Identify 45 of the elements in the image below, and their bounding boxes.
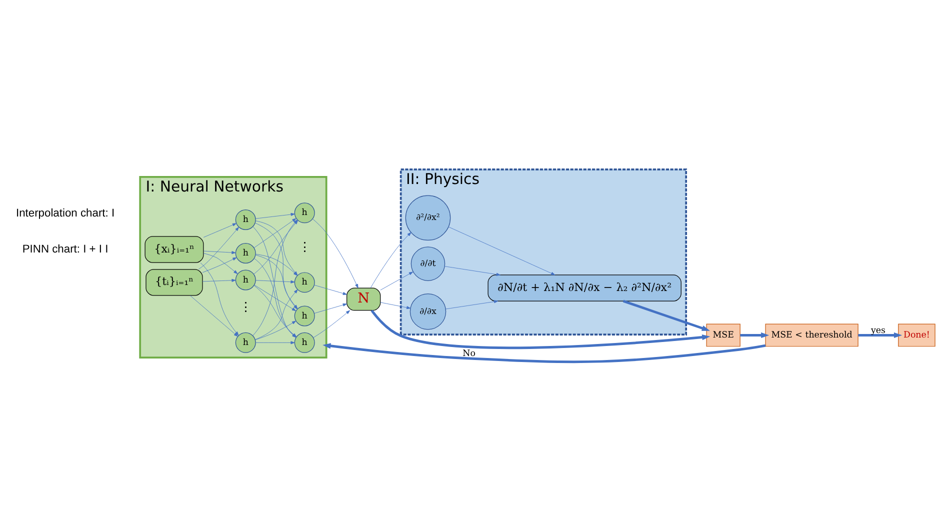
arrow bbox=[313, 310, 350, 338]
node-circle: h bbox=[235, 243, 256, 264]
arrow bbox=[622, 300, 710, 331]
arrow bbox=[198, 226, 240, 270]
arrow bbox=[312, 218, 358, 288]
node-box: {tᵢ}ᵢ₌₁ⁿ bbox=[146, 269, 203, 296]
arrow bbox=[314, 284, 348, 295]
node-circle: h bbox=[294, 332, 315, 353]
arrow bbox=[203, 253, 238, 274]
arrow bbox=[202, 257, 237, 273]
edge-label: yes bbox=[870, 326, 886, 336]
node-box: ∂N/∂t + λ₁N ∂N/∂x − λ₂ ∂²N/∂x² bbox=[488, 274, 682, 302]
node-circle: ∂/∂t bbox=[410, 246, 446, 281]
label: ⋮ bbox=[298, 238, 311, 254]
node-circle: h bbox=[235, 270, 256, 290]
arrow bbox=[380, 302, 411, 310]
arrow bbox=[740, 332, 770, 338]
node-box: N bbox=[346, 288, 381, 311]
arrow bbox=[322, 343, 766, 364]
edge-label: No bbox=[462, 348, 476, 359]
arrow bbox=[203, 223, 237, 238]
node-box: Done! bbox=[898, 324, 936, 347]
arrow bbox=[314, 303, 348, 314]
node-circle: ∂/∂x bbox=[410, 293, 446, 330]
label: PINN chart: I + I I bbox=[22, 243, 108, 256]
arrow bbox=[370, 232, 412, 288]
arrow bbox=[254, 218, 296, 248]
arrow bbox=[200, 262, 239, 336]
label: Interpolation chart: I bbox=[16, 207, 115, 220]
label: ⋮ bbox=[240, 298, 252, 314]
node-box: MSE bbox=[706, 324, 740, 347]
arrow bbox=[256, 280, 295, 284]
arrow bbox=[448, 226, 556, 276]
node-box: {xᵢ}ᵢ₌₁ⁿ bbox=[144, 236, 204, 263]
arrow bbox=[256, 341, 295, 344]
node-box: MSE < thereshold bbox=[765, 324, 858, 347]
arrow bbox=[380, 272, 414, 290]
arrow bbox=[444, 266, 500, 276]
arrow bbox=[370, 310, 710, 350]
arrow bbox=[255, 212, 295, 219]
arrow bbox=[446, 300, 498, 310]
arrow bbox=[190, 295, 238, 337]
arrow bbox=[203, 250, 236, 254]
arrow bbox=[858, 332, 902, 338]
arrow bbox=[202, 278, 236, 282]
